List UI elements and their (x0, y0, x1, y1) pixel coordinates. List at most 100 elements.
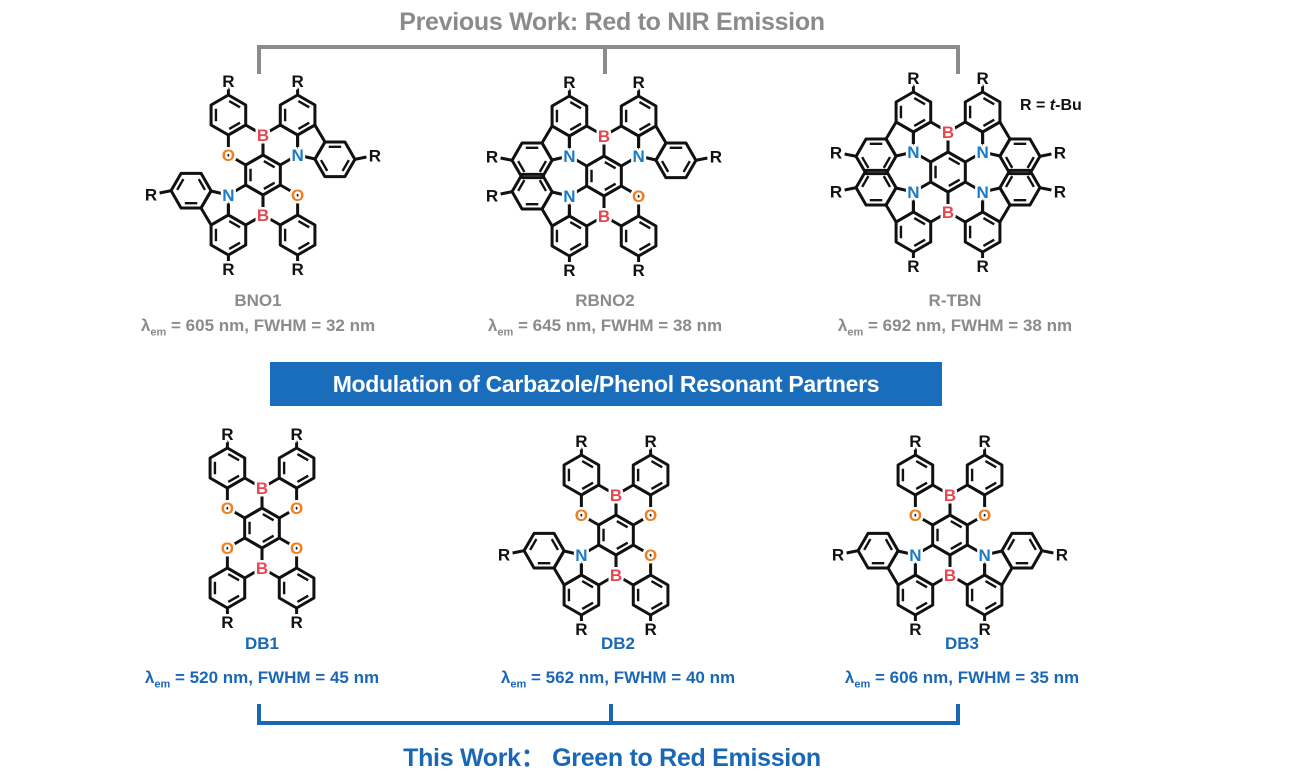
double-bond (569, 122, 582, 131)
double-bond (262, 534, 275, 543)
double-bond (913, 217, 926, 226)
atom-label: R (575, 620, 587, 639)
double-bond (650, 580, 663, 589)
ring (886, 549, 917, 587)
atom-label: R (222, 72, 234, 91)
atom-label: R (221, 425, 233, 444)
double-bond (950, 520, 963, 529)
atom-label: R (632, 73, 644, 92)
ring (552, 549, 583, 587)
bond (500, 189, 514, 196)
double-bond (263, 181, 276, 190)
atom-label: R (290, 613, 302, 632)
double-bond (982, 238, 995, 247)
ring (208, 446, 247, 490)
double-bond (581, 481, 594, 490)
double-bond (296, 573, 309, 582)
atom-label: R (976, 69, 988, 88)
ring (631, 453, 670, 497)
atom-label: R (978, 620, 990, 639)
ring (1000, 531, 1044, 570)
double-bond (517, 179, 526, 192)
atom-label: R (909, 620, 921, 639)
molecule-name-rbno2: RBNO2 (575, 291, 635, 310)
ring (296, 123, 327, 161)
atom-label: O (291, 186, 304, 205)
double-bond (176, 178, 185, 191)
atom-label: R (486, 147, 498, 166)
ring (209, 93, 248, 137)
double-bond (1004, 156, 1014, 169)
atom-label: R (710, 147, 722, 166)
double-bond (581, 601, 594, 610)
double-bond (982, 217, 995, 226)
atom-label: B (610, 486, 622, 505)
double-bond (517, 160, 526, 173)
atom-label: N (976, 183, 988, 202)
r-note-prefix: R = (1020, 97, 1050, 114)
atom-label: R (291, 72, 303, 91)
double-bond (915, 481, 928, 490)
atom-label: R (498, 546, 510, 565)
atom-label: B (942, 123, 954, 142)
atom-label: R (909, 432, 921, 451)
atom-label: O (632, 187, 645, 206)
atom-label: B (598, 207, 610, 226)
double-bond (638, 122, 651, 131)
double-bond (227, 594, 240, 603)
ring (540, 190, 571, 228)
double-bond (984, 601, 997, 610)
double-bond (616, 520, 629, 529)
r-note-suffix: -Bu (1055, 97, 1082, 114)
double-bond (915, 601, 928, 610)
double-bond (529, 538, 538, 551)
double-bond (682, 160, 691, 173)
double-bond (197, 178, 207, 191)
double-bond (638, 221, 651, 230)
atom-label: R (978, 432, 990, 451)
double-bond (550, 538, 560, 551)
this-work-title: This Work： Green to Red Emission (403, 744, 821, 772)
ring (199, 189, 230, 227)
ring (983, 549, 1014, 587)
previous-work-title: Previous Work: Red to NIR Emission (399, 8, 825, 36)
double-bond (863, 538, 872, 551)
atom-label: N (563, 147, 575, 166)
double-bond (297, 121, 310, 130)
atom-label: O (978, 506, 991, 525)
double-bond (650, 481, 663, 490)
modulation-banner: Modulation of Carbazole/Phenol Resonant … (270, 362, 942, 406)
double-bond (227, 474, 240, 483)
atom-label: R (644, 432, 656, 451)
atom-label: R (369, 146, 381, 165)
ring (981, 120, 1012, 158)
atom-label: B (610, 566, 622, 585)
ring (540, 124, 571, 162)
atom-label: N (563, 187, 575, 206)
atom-label: N (575, 546, 587, 565)
ring (277, 446, 316, 490)
double-bond (861, 156, 870, 169)
double-bond (1006, 538, 1016, 551)
atom-label: O (909, 506, 922, 525)
double-bond (296, 474, 309, 483)
ring (510, 172, 554, 211)
ring (998, 137, 1042, 176)
atom-label: R (832, 546, 844, 565)
molecule-name-bno1: BNO1 (234, 291, 282, 310)
ring (884, 186, 915, 224)
double-bond (982, 118, 995, 127)
double-bond (538, 160, 548, 173)
double-bond (262, 513, 275, 522)
atom-label: R (830, 143, 842, 162)
double-bond (341, 159, 350, 172)
atom-label: R (907, 257, 919, 276)
atom-label: R (563, 73, 575, 92)
atom-label: N (978, 546, 990, 565)
atom-label: B (598, 127, 610, 146)
atom-label: O (222, 146, 235, 165)
double-bond (569, 242, 582, 251)
atom-label: B (256, 479, 268, 498)
double-bond (604, 161, 617, 170)
